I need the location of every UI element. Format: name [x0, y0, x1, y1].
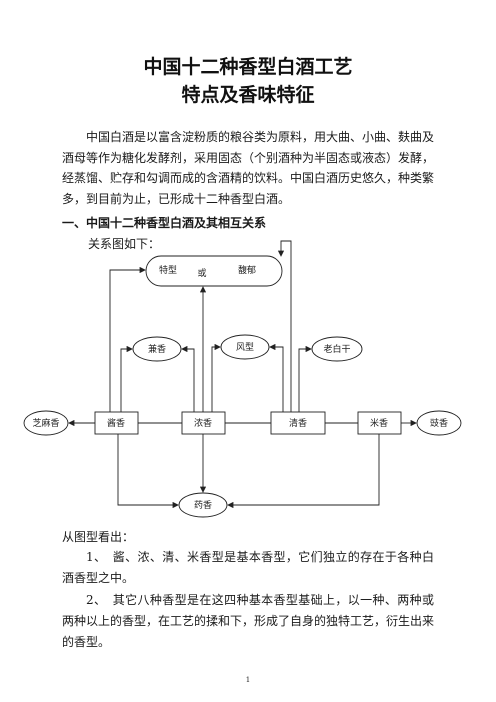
label-qingxiang: 清香 — [289, 417, 307, 429]
yaoxiang-node — [178, 492, 228, 518]
point-1: 1、 酱、浓、清、米香型是基本香型，它们独立的存在于各种白酒香型之中。 — [62, 550, 434, 585]
jianxiang-node — [132, 336, 182, 362]
label-nongxiang: 浓香 — [194, 418, 212, 429]
fengxing-node — [220, 334, 270, 360]
section-heading: 一、中国十二种香型白酒及其相互关系 — [62, 216, 267, 230]
top-capsule-node — [145, 255, 283, 287]
conclusion-intro: 从图型看出： — [62, 530, 135, 544]
label-fengxing: 风型 — [236, 342, 254, 353]
diagram-caption: 关系图如下： — [88, 237, 161, 251]
intro-paragraph: 中国白酒是以富含淀粉质的粮谷类为原料，用大曲、小曲、麸曲及酒母等作为糖化发酵剂，… — [62, 130, 435, 206]
zhimaxiang-node — [23, 410, 69, 436]
label-zhimaxiang: 芝麻香 — [32, 417, 59, 429]
label-jianxiang: 兼香 — [148, 343, 166, 355]
label-laobaigan: 老白干 — [323, 343, 350, 355]
laobaigan-node — [311, 336, 363, 362]
document-title-line2: 特点及香味特征 — [181, 84, 315, 106]
label-or: 或 — [197, 267, 206, 279]
label-texing: 特型 — [159, 264, 177, 276]
chixiang-node — [416, 410, 462, 436]
label-yaoxiang: 药香 — [194, 500, 212, 511]
label-chixiang: 豉香 — [430, 417, 448, 429]
label-jiangxiang: 酱香 — [107, 417, 125, 429]
label-mixiang: 米香 — [370, 417, 388, 429]
label-fuyu: 馥郁 — [238, 264, 256, 276]
point-2: 2、 其它八种香型是在这四种基本香型基础上，以一种、两种或两种以上的香型，在工艺… — [62, 593, 435, 649]
document-title-line1: 中国十二种香型白酒工艺 — [143, 56, 353, 78]
page-number: 1 — [245, 676, 251, 684]
